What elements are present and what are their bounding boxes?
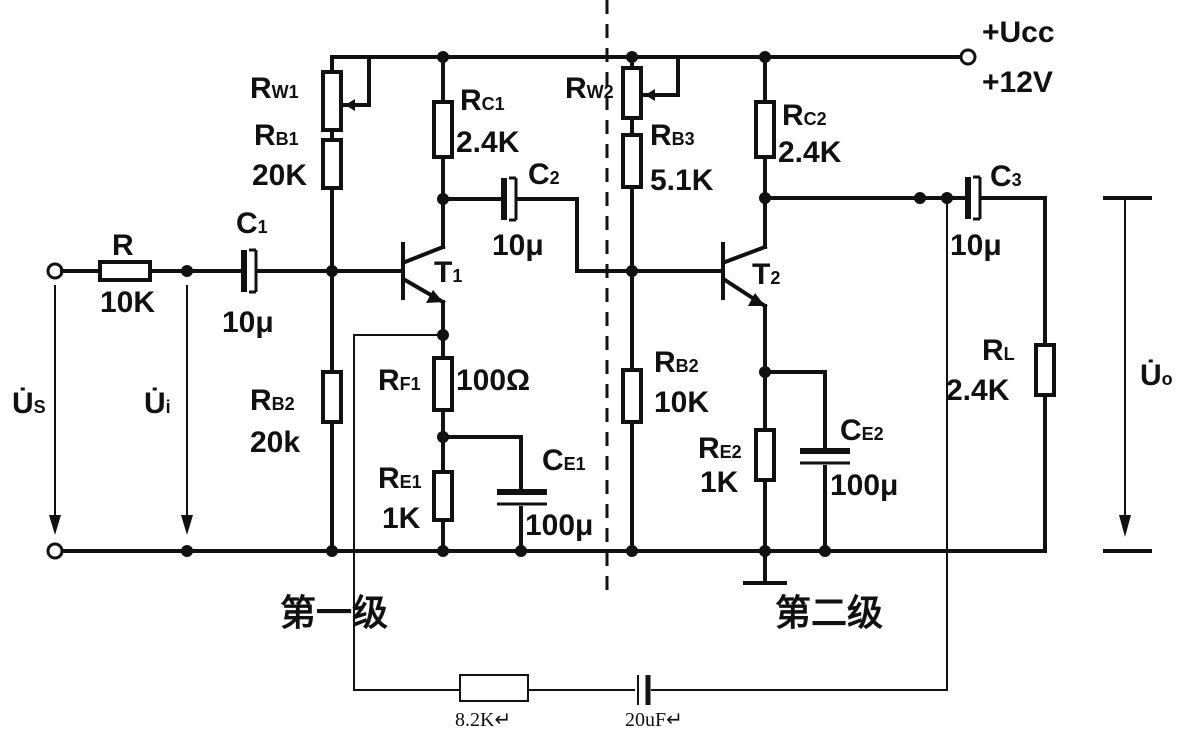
us-arrow [49, 515, 61, 535]
feedback-capacitor-value: 20uF↵ [625, 709, 683, 731]
ce1-value: 100μ [525, 509, 593, 542]
ce2-label: CE2 [840, 414, 884, 447]
rb2-stage2-value: 10K [654, 386, 709, 419]
rb3-label: RB3 [650, 119, 695, 152]
feedback-resistor [459, 674, 529, 702]
resistor-rb3 [621, 133, 643, 189]
rw2-label: RW2 [565, 72, 614, 105]
re1-label: RE1 [378, 462, 422, 495]
rl-value: 2.4K [946, 374, 1010, 407]
rc1-value: 2.4K [456, 126, 520, 159]
c2-label: C2 [528, 158, 560, 191]
rb2-stage1-value: 20k [250, 426, 300, 459]
feedback-resistor-value: 8.2K↵ [455, 709, 511, 731]
resistor-re2 [754, 428, 776, 482]
transistor-t2 [721, 242, 768, 309]
input-r-label: R [112, 229, 134, 262]
input-section: R 10K C1 10μ U̇S U̇i [12, 207, 334, 557]
stage-2-label: 第二级 [775, 593, 883, 634]
stage-2: RW2 RB3 5.1K RB2 10K RC2 2.4K T2 RE2 1K [565, 51, 898, 634]
rb1-value: 20K [252, 159, 307, 192]
stage-1: RW1 RB1 20K RB2 20k RC1 2.4K T1 RF1 [250, 51, 593, 634]
ce2-value: 100μ [830, 469, 898, 502]
transistor-t1 [330, 242, 446, 305]
uo-label: U̇o [1140, 359, 1173, 392]
resistor-rl [1034, 343, 1056, 397]
resistor-rb2-stage1 [321, 370, 343, 424]
input-resistor-r [98, 260, 152, 282]
c1-label: C1 [236, 207, 268, 240]
t1-label: T1 [434, 256, 462, 289]
output-section: C3 10μ RL 2.4K U̇o [763, 160, 1173, 553]
rb1-label: RB1 [254, 119, 299, 152]
rf1-value: 100Ω [456, 364, 530, 397]
rw1-label: RW1 [250, 72, 299, 105]
uo-arrow [1119, 515, 1131, 537]
ui-arrow [181, 515, 193, 535]
ce1-label: CE1 [542, 444, 586, 477]
ground-rail [46, 542, 1047, 585]
stage-1-label: 第一级 [280, 593, 388, 634]
rc1-label: RC1 [460, 84, 505, 117]
potentiometer-rw2 [621, 66, 643, 120]
rc2-label: RC2 [782, 99, 827, 132]
re2-value: 1K [700, 466, 739, 499]
re2-label: RE2 [698, 432, 742, 465]
rl-label: RL [982, 334, 1015, 367]
resistor-rc2 [754, 100, 776, 159]
resistor-rc1 [432, 100, 454, 159]
resistor-rf1 [432, 356, 454, 412]
t2-label: T2 [752, 258, 780, 291]
rb2-stage1-label: RB2 [250, 384, 295, 417]
input-ground-terminal[interactable] [46, 542, 64, 560]
rb2-stage2-label: RB2 [654, 346, 699, 379]
ui-label: U̇i [144, 387, 171, 420]
vcc-voltage: +12V [982, 66, 1053, 99]
resistor-re1 [432, 470, 454, 522]
c2-value: 10μ [492, 229, 544, 262]
coupling-c2: C2 10μ [441, 158, 725, 277]
input-terminal[interactable] [46, 262, 64, 280]
resistor-rb1 [321, 138, 343, 190]
vcc-terminal[interactable] [959, 48, 977, 66]
c3-label: C3 [990, 160, 1022, 193]
vcc-label: +Ucc [982, 16, 1055, 49]
input-r-value: 10K [100, 286, 155, 319]
potentiometer-rw1 [321, 70, 343, 132]
re1-value: 1K [382, 502, 421, 535]
rc2-value: 2.4K [778, 136, 842, 169]
us-label: U̇S [12, 387, 46, 420]
rb3-value: 5.1K [650, 164, 714, 197]
rf1-label: RF1 [378, 364, 421, 397]
resistor-rb2-stage2 [621, 368, 643, 424]
c1-value: 10μ [222, 306, 274, 339]
feedback-network: 8.2K↵ 20uF↵ [353, 198, 948, 731]
c3-value: 10μ [950, 229, 1002, 262]
